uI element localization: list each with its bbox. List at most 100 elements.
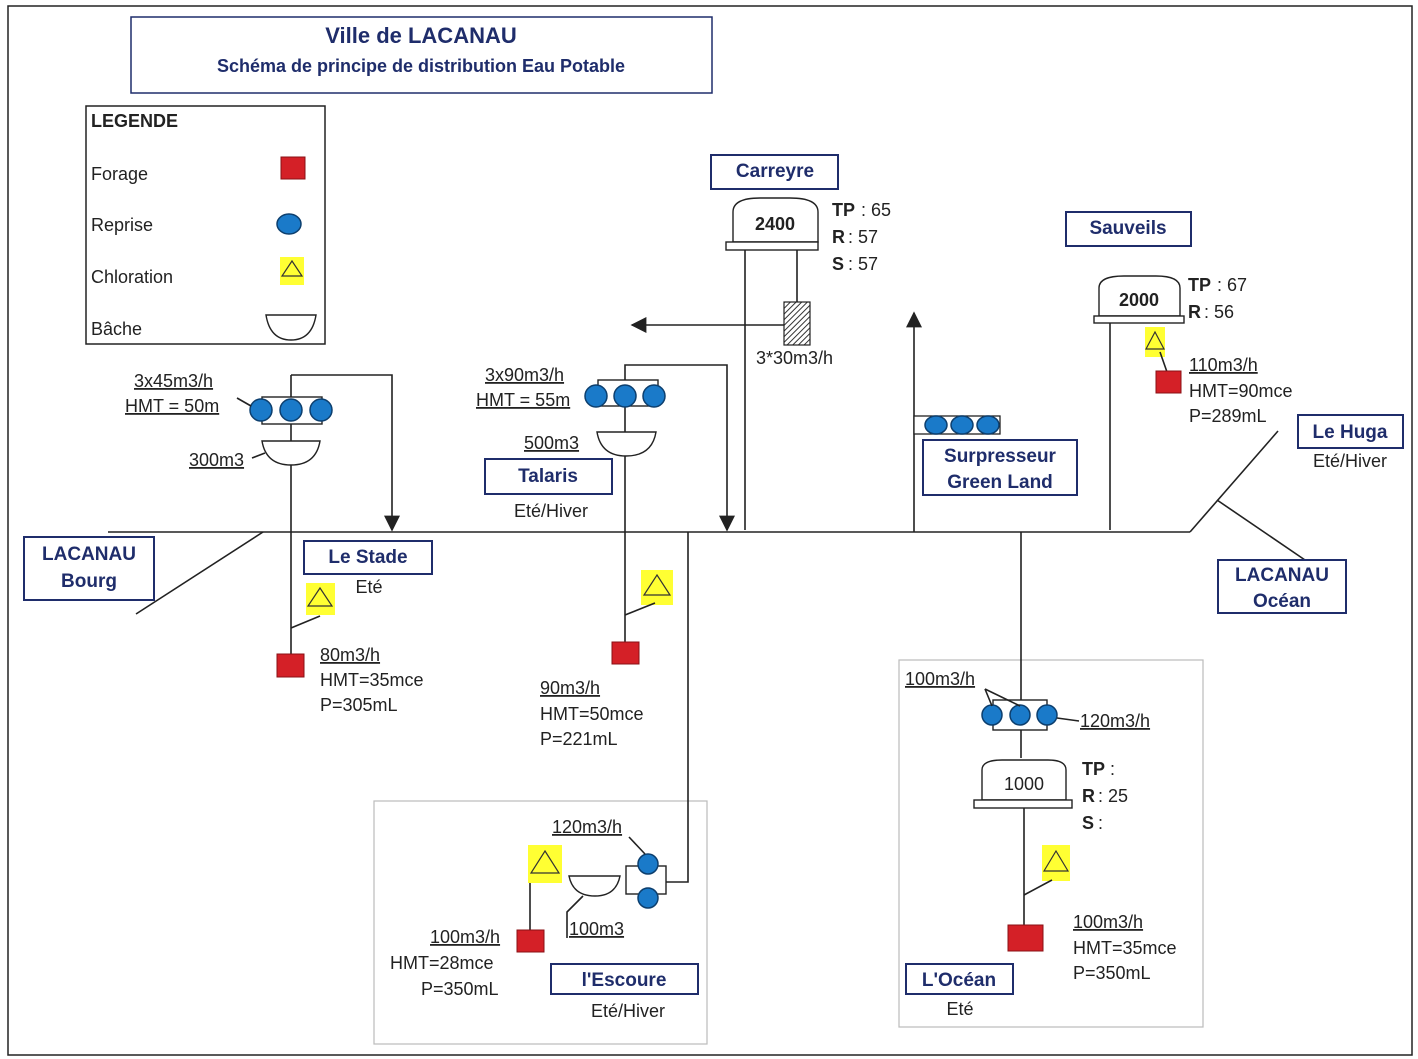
stade-hmt-label: HMT = 50m	[125, 396, 219, 416]
carreyre-station	[783, 301, 811, 346]
le-stade-name: Le Stade	[328, 547, 407, 568]
carreyre-name: Carreyre	[736, 161, 814, 182]
chloration-icon	[280, 257, 304, 285]
escoure-forage-hmt: HMT=28mce	[390, 953, 494, 973]
forage-icon	[280, 156, 306, 180]
ocean-pumps-in: 100m3/h	[905, 669, 975, 689]
surpresseur-box	[922, 439, 1078, 496]
ocean-tp-value: :	[1110, 759, 1115, 779]
legend-reprise-label: Reprise	[91, 215, 153, 235]
escoure-chloration-icon	[528, 845, 562, 883]
bache-icon	[265, 314, 317, 341]
stade-bache	[261, 440, 321, 466]
ocean-site: 100m3/h 120m3/h 1000 TP : R : 25 S : 100…	[898, 532, 1204, 1028]
ocean-tp-label: TP	[1082, 759, 1105, 779]
sauveils-forage-hmt: HMT=90mce	[1189, 381, 1293, 401]
ocean-zone	[898, 659, 1204, 1028]
talaris-pumps-label: 3x90m3/h	[485, 365, 564, 385]
ocean-forage-icon	[1007, 924, 1044, 952]
escoure-box	[550, 963, 699, 995]
sauveils-forage-icon	[1155, 370, 1182, 394]
escoure-bache-label: 100m3	[569, 919, 624, 939]
ocean-chloration-icon	[1042, 845, 1070, 881]
legend-heading: LEGENDE	[91, 111, 178, 131]
svg-text:Bourg: Bourg	[61, 571, 117, 592]
talaris-bache	[596, 431, 657, 457]
pipe-huga-branch	[1189, 430, 1279, 533]
stade-bache-label: 300m3	[189, 450, 244, 470]
carreyre-tp-value: : 65	[861, 200, 891, 220]
le-huga-name: Le Huga	[1313, 422, 1388, 443]
stade-forage-icon	[276, 653, 305, 678]
talaris-chloration-icon	[641, 570, 673, 605]
talaris-season: Eté/Hiver	[514, 501, 588, 521]
escoure-pumps-label: 120m3/h	[552, 817, 622, 837]
escoure-pump-2	[637, 887, 659, 909]
sauveils-name: Sauveils	[1089, 218, 1166, 239]
talaris-box	[484, 458, 613, 495]
stade-forage-depth: P=305mL	[320, 695, 398, 715]
carreyre-box	[710, 154, 839, 190]
ocean-pumps-out: 120m3/h	[1080, 711, 1150, 731]
sauveils-r-label: R	[1188, 302, 1201, 322]
stade-pumps-label: 3x45m3/h	[134, 371, 213, 391]
ocean-season: Eté	[946, 999, 973, 1019]
le-huga-season: Eté/Hiver	[1313, 451, 1387, 471]
sauveils-chloration-icon	[1145, 327, 1165, 357]
ocean-pump-1	[981, 704, 1003, 726]
le-huga-label: Le Huga Eté/Hiver	[1297, 414, 1404, 471]
ocean-forage-hmt: HMT=35mce	[1073, 938, 1177, 958]
sauveils-r-value: : 56	[1204, 302, 1234, 322]
svg-text:LACANAU: LACANAU	[1235, 565, 1329, 586]
carreyre-r-label: R	[832, 227, 845, 247]
surpresseur-pump-3	[976, 415, 1000, 435]
escoure-name: l'Escoure	[582, 970, 667, 991]
reprise-icon	[276, 213, 302, 235]
escoure-site: 120m3/h 100m3 100m3/h HMT=28mce P=350mL …	[373, 532, 708, 1045]
talaris-forage-hmt: HMT=50mce	[540, 704, 644, 724]
ocean-forage-depth: P=350mL	[1073, 963, 1151, 983]
sauveils-box	[1065, 211, 1192, 247]
title-line1: Ville de LACANAU	[325, 23, 517, 48]
lacanau-bourg-label: LACANAU Bourg	[23, 536, 155, 601]
stade-pump-2	[279, 398, 303, 422]
escoure-bache	[568, 875, 621, 897]
talaris-hmt-label: HMT = 55m	[476, 390, 570, 410]
escoure-pump-1	[637, 853, 659, 875]
carreyre-flow: 3*30m3/h	[756, 348, 833, 368]
carreyre-site: Carreyre 2400 TP : 65 R : 57 S : 57 3*30…	[630, 154, 891, 530]
talaris-pump-2	[613, 384, 637, 408]
ocean-reservoir	[981, 759, 1067, 801]
lacanau-ocean-label: LACANAU Océan	[1217, 559, 1347, 614]
carreyre-r-value: : 57	[848, 227, 878, 247]
ocean-forage-flow: 100m3/h	[1073, 912, 1143, 932]
talaris-forage-flow: 90m3/h	[540, 678, 600, 698]
talaris-forage-icon	[611, 641, 640, 665]
pipe-bourg-branch	[135, 531, 264, 615]
legend: LEGENDE Forage Reprise Chloration Bâche	[85, 105, 326, 345]
ocean-pump-3	[1036, 704, 1058, 726]
sauveils-site: Sauveils 2000 TP : 67 R : 56 110m3/h HMT…	[1065, 211, 1293, 530]
surpresseur-pump-1	[924, 415, 948, 435]
ocean-s-value: :	[1098, 813, 1103, 833]
sauveils-volume: 2000	[1119, 290, 1159, 310]
svg-text:LACANAU: LACANAU	[42, 544, 136, 565]
stade-forage-hmt: HMT=35mce	[320, 670, 424, 690]
svg-text:Océan: Océan	[1253, 591, 1311, 612]
escoure-zone	[373, 800, 708, 1045]
stade-chloration-icon	[306, 583, 335, 615]
title-line2: Schéma de principe de distribution Eau P…	[217, 56, 625, 76]
escoure-season: Eté/Hiver	[591, 1001, 665, 1021]
ocean-r-value: : 25	[1098, 786, 1128, 806]
talaris-name: Talaris	[518, 466, 578, 487]
talaris-site: 3x90m3/h HMT = 55m 500m3 Talaris Eté/Hiv…	[476, 364, 735, 749]
title-box: Ville de LACANAU Schéma de principe de d…	[130, 16, 713, 94]
surpresseur-site: Surpresseur Green Land	[906, 311, 1078, 532]
legend-chloration-label: Chloration	[91, 267, 173, 287]
le-stade-site: 3x45m3/h HMT = 50m 300m3 Le Stade Eté 80…	[125, 371, 433, 715]
talaris-bache-label: 500m3	[524, 433, 579, 453]
legend-forage-label: Forage	[91, 164, 148, 184]
stade-pump-3	[309, 398, 333, 422]
sauveils-reservoir	[1098, 275, 1181, 317]
ocean-name: L'Océan	[922, 970, 996, 991]
